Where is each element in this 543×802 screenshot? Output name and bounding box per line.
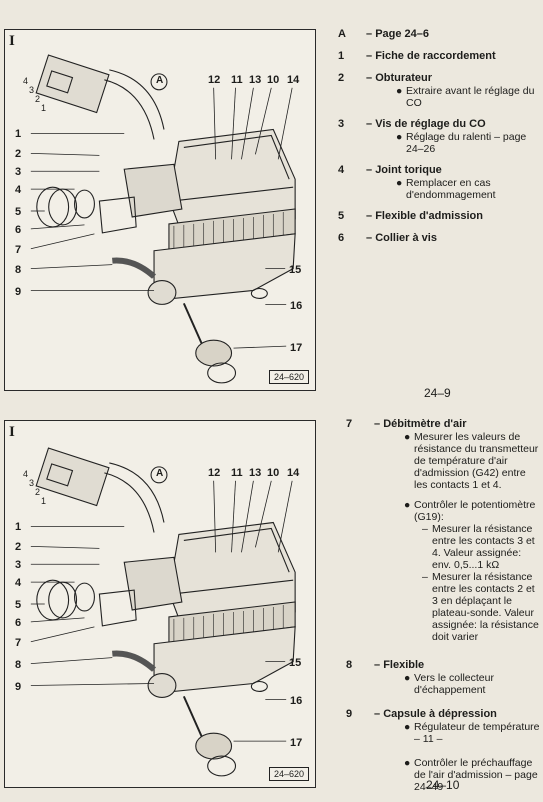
callout-11: 11 [231,467,243,479]
callout-17: 17 [290,342,303,354]
callout-16: 16 [290,695,303,707]
legend-item-8: 8 – Flexible ●Vers le collecteur d'échap… [346,659,540,696]
callout-9: 9 [15,681,22,693]
legend-item-note: ●Remplacer en cas d'endommagement [396,177,496,201]
legend-item-note: ●Contrôler le potentiomètre (G19): [404,499,536,523]
diagram-section-numeral: I [9,33,15,49]
legend-item-title: Capsule à dépression [383,708,497,720]
legend-item-title: Flexible d'admission [375,210,483,222]
bullet-icon: ● [404,499,411,511]
connector-pin-label: 1 [41,103,47,113]
legend-item-subnote: –Mesurer la résistance entre les contact… [422,571,539,643]
callout-3: 3 [15,166,22,178]
legend-item-1: 1 – Fiche de raccordement [338,50,496,62]
legend-item-4: 4 – Joint torique ●Remplacer en cas d'en… [338,164,538,201]
callout-12: 12 [208,74,221,86]
callout-4: 4 [15,184,22,196]
legend-top: A – Page 24–6 1 – Fiche de raccordement … [338,28,538,254]
callout-10: 10 [267,74,280,86]
air-intake-exploded-drawing [30,54,296,384]
figure-reference: 24–620 [268,370,309,384]
callout-1: 1 [15,128,22,140]
callout-8: 8 [15,264,22,276]
legend-item-title: Obturateur [375,72,433,84]
legend-item-note: ●Vers le collecteur d'échappement [404,672,494,696]
bullet-icon: ● [404,721,411,733]
callout-11: 11 [231,74,243,86]
callout-10: 10 [267,467,280,479]
page-number-bottom: 24–10 [426,778,460,792]
legend-item-5: 5 – Flexible d'admission [338,210,483,222]
page-number-top: 24–9 [424,386,451,400]
legend-item-title: Collier à vis [375,232,437,244]
connector-pin-label: 4 [23,76,29,86]
callout-2: 2 [15,541,22,553]
callout-5: 5 [15,599,22,611]
legend-item-title: Vis de réglage du CO [375,118,486,130]
legend-item-9: 9 – Capsule à dépression ●Régulateur de … [346,708,540,793]
callout-16: 16 [290,300,303,312]
connector-pin-label: 2 [35,487,41,497]
bullet-icon: ● [396,177,403,189]
legend-item-7: 7 – Débitmètre d'air ●Mesurer les valeur… [346,418,539,643]
callout-6: 6 [15,617,22,629]
callout-13: 13 [249,467,262,479]
callout-13: 13 [249,74,262,86]
callout-4: 4 [15,577,22,589]
legend-item-note: ●Extraire avant le réglage du CO [396,85,535,109]
legend-item-6: 6 – Collier à vis [338,232,437,244]
legend-item-note: ●Contrôler le préchauffage de l'air d'ad… [404,757,538,793]
legend-item-title: Débitmètre d'air [383,418,467,430]
callout-8: 8 [15,659,22,671]
air-intake-exploded-drawing [30,447,296,777]
bullet-icon: ● [404,431,411,443]
figure-reference: 24–620 [268,767,309,781]
callout-7: 7 [15,244,22,256]
legend-item-subnote: –Mesurer la résistance entre les contact… [422,523,535,571]
legend-bottom: 7 – Débitmètre d'air ●Mesurer les valeur… [346,418,540,802]
connector-pin-label: 3 [29,85,35,95]
bullet-icon: ● [396,85,403,97]
bullet-icon: ● [404,757,411,769]
callout-15: 15 [289,264,302,276]
legend-item-note: ●Régulateur de température – 11 – [404,721,540,745]
callout-3: 3 [15,559,22,571]
legend-item-title: Fiche de raccordement [375,50,496,62]
connector-pin-label: 2 [35,94,41,104]
callout-2: 2 [15,148,22,160]
bullet-icon: ● [396,131,403,143]
callout-17: 17 [290,737,303,749]
legend-item-title: Page 24–6 [375,28,430,40]
legend-item-2: 2 – Obturateur ●Extraire avant le réglag… [338,72,538,109]
callout-14: 14 [287,74,300,86]
legend-item-a: A – Page 24–6 [338,28,430,40]
connector-pin-label: 3 [29,478,35,488]
callout-1: 1 [15,521,22,533]
legend-item-note: ●Réglage du ralenti – page 24–26 [396,131,527,155]
callout-6: 6 [15,224,22,236]
callout-9: 9 [15,286,22,298]
diagram-panel-bottom: I 4 3 2 1 A 1 2 3 4 5 6 7 8 9 12 11 13 1… [4,420,316,788]
callout-5: 5 [15,206,22,218]
legend-item-title: Flexible [383,659,425,671]
connector-pin-label: 1 [41,496,47,506]
connector-pin-label: 4 [23,469,29,479]
legend-item-3: 3 – Vis de réglage du CO ●Réglage du ral… [338,118,538,155]
callout-12: 12 [208,467,221,479]
diagram-panel-top: I 4 3 2 1 A 1 2 3 4 5 6 7 8 9 12 11 13 1… [4,29,316,391]
callout-15: 15 [289,657,302,669]
diagram-section-numeral: I [9,424,15,440]
bullet-icon: ● [404,672,411,684]
callout-7: 7 [15,637,22,649]
circle-a-label: A [156,468,164,479]
legend-item-note: ●Mesurer les valeurs de résistance du tr… [404,431,539,491]
legend-item-title: Joint torique [375,164,442,176]
circle-a-label: A [156,75,164,86]
callout-14: 14 [287,467,300,479]
